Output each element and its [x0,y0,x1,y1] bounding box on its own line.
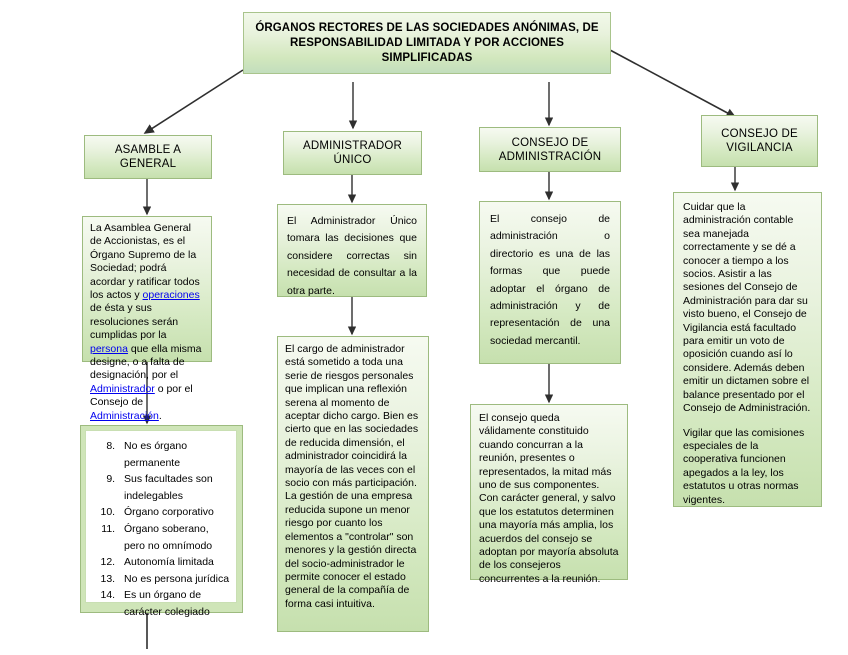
node-header-consejo-administracion[interactable]: CONSEJO DE ADMINISTRACIÓN [479,127,621,172]
node-body-asamblea-general-inner: La Asamblea General de Accionistas, es e… [83,217,211,422]
asamblea-text-intro: La Asamblea General de Accionistas, es e… [90,222,200,302]
node-body2-consejo-administracion[interactable]: El consejo queda válidamente constituido… [470,404,628,585]
node-body2-consejo-administracion-inner: El consejo queda válidamente constituido… [471,405,627,585]
node-title-inner: ÓRGANOS RECTORES DE LAS SOCIEDADES ANÓNI… [244,13,610,73]
list-item: Autonomía limitada [118,554,232,571]
body-text-administrador-unico-2: El cargo de administrador está sometido … [285,343,419,610]
node-body2-administrador-unico-inner: El cargo de administrador está sometido … [278,337,428,631]
asamblea-text-mid1: de ésta y sus resoluciones serán cumplid… [90,302,179,342]
consejo-vigilancia-paragraph-1: Cuidar que la administración contable se… [683,201,811,415]
node-header-consejo-vigilancia[interactable]: CONSEJO DE VIGILANCIA [701,115,818,167]
body-text-administrador-unico-1: El Administrador Único tomara las decisi… [287,215,417,297]
list-item: Órgano corporativo [118,504,232,521]
node-body1-consejo-administracion[interactable]: El consejo de administración o directori… [479,201,621,364]
node-header-asamblea-general-inner: ASAMBLE A GENERAL [85,136,211,178]
connector-title-to-asamblea [143,69,244,134]
body-text-consejo-vigilancia: Cuidar que la administración contable se… [683,201,812,507]
list-item: No es órgano permanente [118,438,232,471]
node-body-asamblea-general[interactable]: La Asamblea General de Accionistas, es e… [82,216,212,422]
node-header-administrador-unico-inner: ADMINISTRADOR ÚNICO [284,132,421,174]
link-administrador[interactable]: Administrador [90,382,155,395]
node-header-asamblea-general[interactable]: ASAMBLE A GENERAL [84,135,212,179]
body-text-consejo-administracion-2: El consejo queda válidamente constituido… [479,412,619,585]
asamblea-text-mid2: que ella misma designe, o a falta de des… [90,342,202,382]
node-body-consejo-vigilancia[interactable]: Cuidar que la administración contable se… [673,192,822,507]
body-text-asamblea-general: La Asamblea General de Accionistas, es e… [90,222,204,423]
title-text: ÓRGANOS RECTORES DE LAS SOCIEDADES ANÓNI… [255,21,599,64]
asamblea-text-end: . [158,409,162,422]
node-body2-administrador-unico[interactable]: El cargo de administrador está sometido … [277,336,429,632]
asamblea-text-mid3: o por el Consejo de [90,382,193,409]
node-title[interactable]: ÓRGANOS RECTORES DE LAS SOCIEDADES ANÓNI… [243,12,611,74]
header-label-consejo-administracion: CONSEJO DE ADMINISTRACIÓN [498,136,602,163]
header-label-consejo-vigilancia: CONSEJO DE VIGILANCIA [721,128,798,154]
asamblea-numbered-list: No es órgano permanente Sus facultades s… [88,438,232,621]
list-item: Es un órgano de carácter colegiado [118,587,232,620]
link-operaciones[interactable]: operaciones [142,289,200,302]
header-label-asamblea-general: ASAMBLE A GENERAL [114,144,182,170]
connector-title-to-consejo-vigilancia [609,49,737,118]
list-item: No es persona jurídica [118,571,232,588]
node-body-consejo-vigilancia-inner: Cuidar que la administración contable se… [674,193,821,506]
node-header-administrador-unico[interactable]: ADMINISTRADOR ÚNICO [283,131,422,175]
node-body1-consejo-administracion-inner: El consejo de administración o directori… [480,202,620,363]
node-body1-administrador-unico[interactable]: El Administrador Único tomara las decisi… [277,204,427,297]
node-list-asamblea-general[interactable]: No es órgano permanente Sus facultades s… [80,425,243,618]
node-list-asamblea-general-white: No es órgano permanente Sus facultades s… [85,430,237,618]
node-header-consejo-administracion-inner: CONSEJO DE ADMINISTRACIÓN [480,128,620,171]
list-item: Sus facultades son indelegables [118,471,232,504]
link-administracion[interactable]: Administración [90,409,159,422]
node-body1-administrador-unico-inner: El Administrador Único tomara las decisi… [278,205,426,297]
consejo-vigilancia-paragraph-2: Vigilar que las comisiones especiales de… [683,426,805,506]
node-header-consejo-vigilancia-inner: CONSEJO DE VIGILANCIA [702,116,817,166]
link-persona[interactable]: persona [90,342,128,355]
header-label-administrador-unico: ADMINISTRADOR ÚNICO [302,140,403,166]
body-text-consejo-administracion-1: El consejo de administración o directori… [490,213,610,347]
list-item: Órgano soberano, pero no omnímodo [118,521,232,554]
